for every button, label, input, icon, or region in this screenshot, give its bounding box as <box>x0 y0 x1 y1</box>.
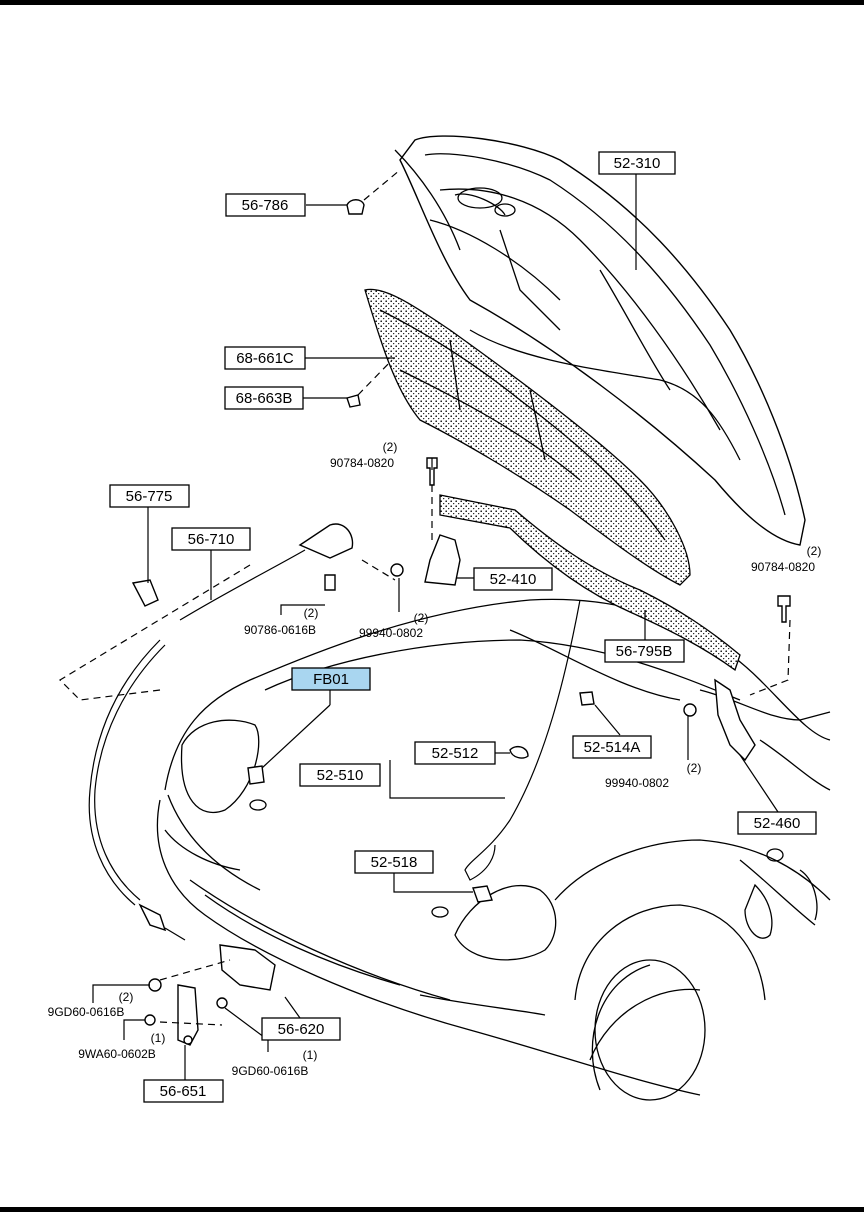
rod-holder-52-512 <box>509 745 529 759</box>
nut-99940-right <box>683 703 697 717</box>
svg-text:90784-0820: 90784-0820 <box>330 456 394 470</box>
svg-text:52-518: 52-518 <box>371 854 418 871</box>
callout-99940-0802-right: (2) 99940-0802 <box>605 761 701 790</box>
svg-text:52-410: 52-410 <box>490 571 537 588</box>
svg-text:9GD60-0616B: 9GD60-0616B <box>48 1005 125 1019</box>
leader-lines <box>59 169 791 1080</box>
hood-latch <box>144 944 276 1046</box>
label-56-651: 56-651 <box>143 1079 224 1103</box>
bottom-border <box>0 1207 864 1212</box>
label-52-512: 52-512 <box>414 741 496 765</box>
label-68-663b: 68-663B <box>224 386 304 410</box>
svg-text:9WA60-0602B: 9WA60-0602B <box>78 1047 156 1061</box>
grommet-52-518 <box>472 885 493 903</box>
bolt-90784-right <box>777 595 791 623</box>
clip-56-775 <box>131 579 159 607</box>
label-52-410: 52-410 <box>473 567 553 591</box>
callout-90786-0616b: (2) 90786-0616B <box>244 606 318 637</box>
hood-hinge <box>714 678 756 762</box>
callout-90784-0820-right: (2) 90784-0820 <box>751 544 821 574</box>
svg-text:(2): (2) <box>807 544 822 558</box>
svg-text:99940-0802: 99940-0802 <box>605 776 669 790</box>
bolt-90784-left <box>426 457 438 486</box>
svg-text:56-620: 56-620 <box>278 1021 325 1038</box>
bumper-fb01 <box>247 765 265 785</box>
svg-text:68-663B: 68-663B <box>236 390 293 407</box>
svg-text:90786-0616B: 90786-0616B <box>244 623 316 637</box>
svg-text:56-651: 56-651 <box>160 1083 207 1100</box>
svg-text:56-795B: 56-795B <box>616 643 673 660</box>
svg-text:99940-0802: 99940-0802 <box>359 626 423 640</box>
insulation-pad <box>364 288 691 586</box>
release-cable <box>88 523 354 941</box>
svg-text:52-310: 52-310 <box>614 155 661 172</box>
label-52-518: 52-518 <box>354 850 434 874</box>
callout-99940-0802-left: (2) 99940-0802 <box>359 611 428 640</box>
svg-text:52-514A: 52-514A <box>584 739 641 756</box>
svg-text:56-786: 56-786 <box>242 197 289 214</box>
nut-99940-left <box>390 563 404 577</box>
hood-bumper-56-786 <box>346 199 365 215</box>
label-fb01: FB01 <box>291 667 371 691</box>
label-52-510: 52-510 <box>299 763 381 787</box>
callout-9gd60-0616b-top: (2) 9GD60-0616B <box>48 990 134 1019</box>
label-56-620: 56-620 <box>261 1017 341 1041</box>
svg-text:FB01: FB01 <box>313 671 349 688</box>
svg-text:(2): (2) <box>414 611 429 625</box>
hood-panel <box>394 135 806 546</box>
hinge-bracket <box>424 534 461 586</box>
callout-9wa60-0602b: (1) 9WA60-0602B <box>78 1031 165 1061</box>
svg-text:(1): (1) <box>303 1048 318 1062</box>
svg-text:56-775: 56-775 <box>126 488 173 505</box>
svg-text:68-661C: 68-661C <box>236 350 294 367</box>
label-56-786: 56-786 <box>225 193 306 217</box>
hood-support-rod <box>464 599 581 881</box>
top-border <box>0 0 864 5</box>
callout-90784-0820-left: (2) 90784-0820 <box>330 440 397 470</box>
label-52-310: 52-310 <box>598 151 676 175</box>
car-body <box>156 598 831 1101</box>
svg-text:(2): (2) <box>119 990 134 1004</box>
label-56-795b: 56-795B <box>604 639 685 663</box>
bolt-90786 <box>324 574 336 591</box>
svg-text:56-710: 56-710 <box>188 531 235 548</box>
svg-text:52-512: 52-512 <box>432 745 479 762</box>
rod-clip-52-514a <box>579 691 595 706</box>
label-52-514a: 52-514A <box>572 735 652 759</box>
svg-text:52-510: 52-510 <box>317 767 364 784</box>
svg-text:(2): (2) <box>383 440 398 454</box>
label-68-661c: 68-661C <box>224 346 306 370</box>
label-52-460: 52-460 <box>737 811 817 835</box>
svg-text:(2): (2) <box>687 761 702 775</box>
clip-68-663b <box>346 394 361 408</box>
label-56-710: 56-710 <box>171 527 251 551</box>
label-56-775: 56-775 <box>109 484 190 508</box>
svg-text:90784-0820: 90784-0820 <box>751 560 815 574</box>
svg-text:9GD60-0616B: 9GD60-0616B <box>232 1064 309 1078</box>
hood-seal <box>439 494 741 672</box>
svg-text:(2): (2) <box>304 606 319 620</box>
callout-9gd60-0616b-bottom: (1) 9GD60-0616B <box>232 1048 318 1078</box>
svg-text:(1): (1) <box>151 1031 166 1045</box>
svg-text:52-460: 52-460 <box>754 815 801 832</box>
